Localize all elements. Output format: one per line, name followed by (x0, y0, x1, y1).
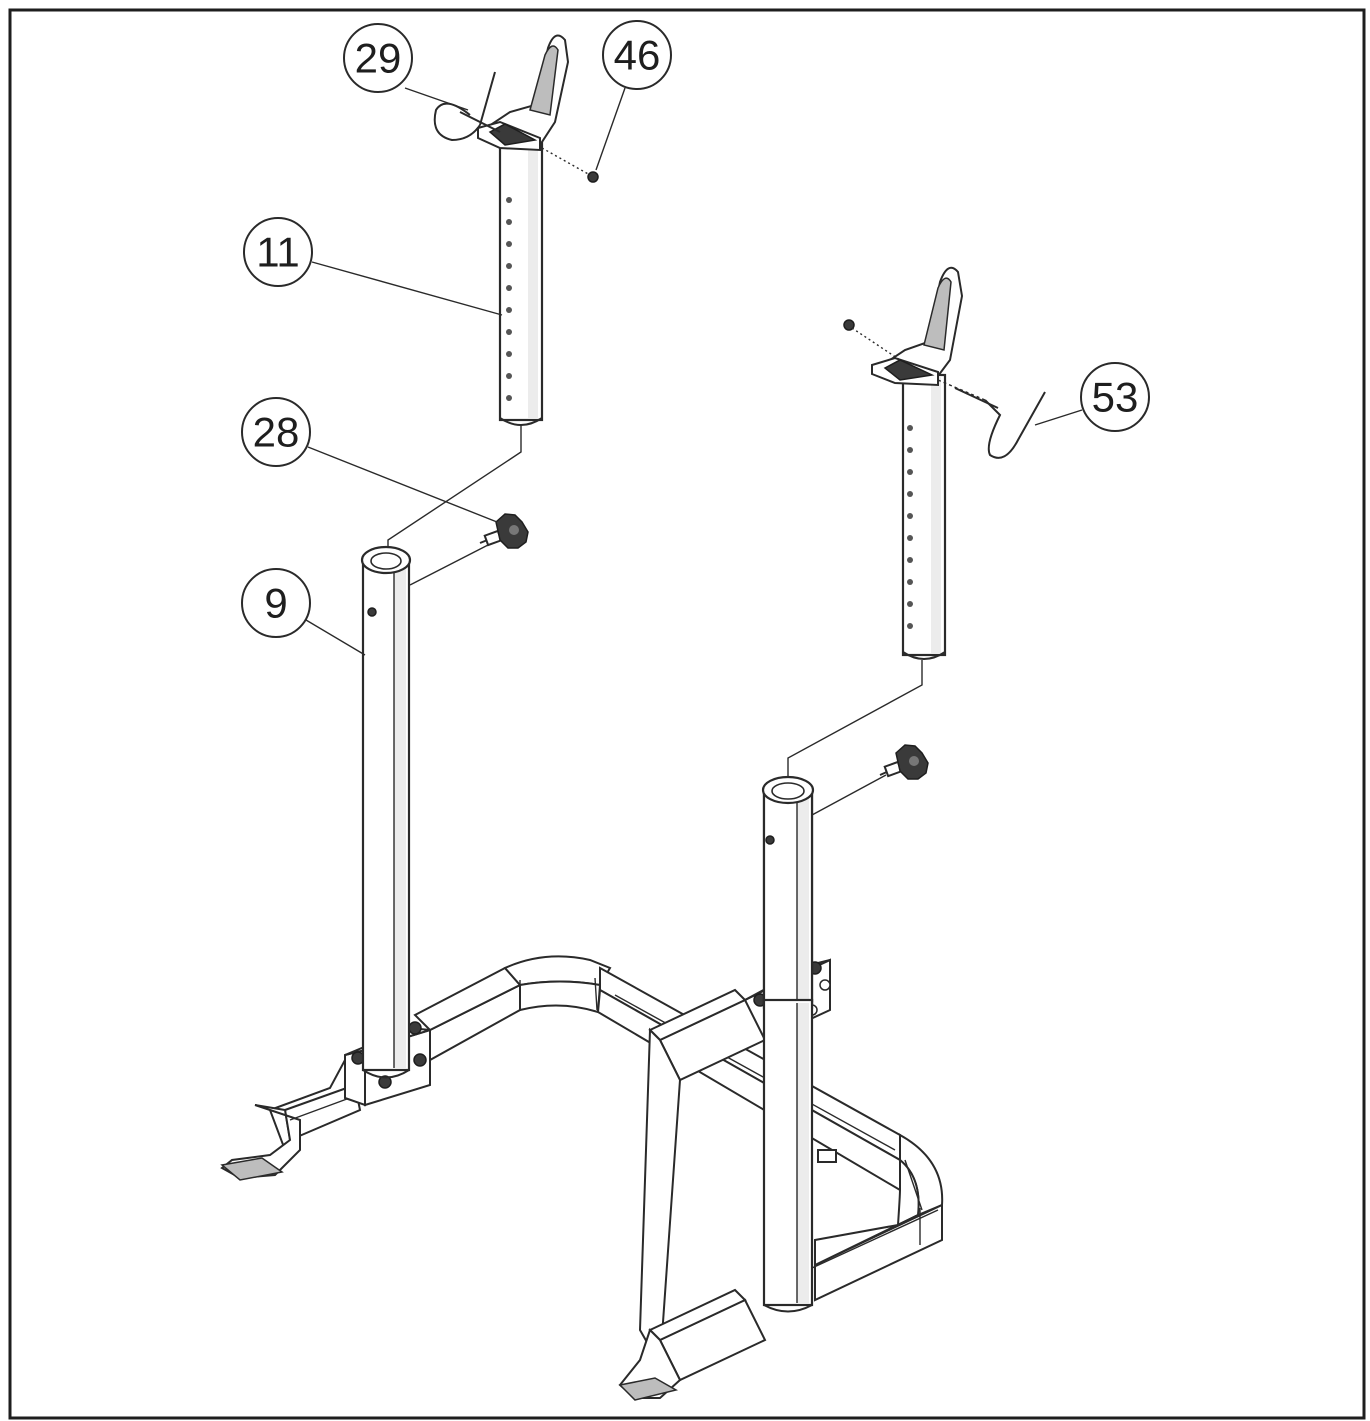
left-upright-tube (360, 545, 412, 1079)
callout-circle-11 (243, 217, 313, 287)
callout-circle-9 (241, 568, 311, 638)
callout-circle-53 (1080, 362, 1150, 432)
right-upright-tube (761, 775, 815, 1010)
right-knob (879, 744, 929, 780)
left-inner-tube (498, 138, 544, 426)
callout-leader-9 (305, 619, 366, 656)
callout-leader-11 (311, 261, 503, 316)
right-ball-guide (851, 327, 901, 361)
callout-label-53: 53 (1092, 374, 1139, 421)
callout-circle-28 (241, 397, 311, 467)
callout-leader-29 (404, 87, 469, 111)
callout-leader-28 (307, 446, 498, 523)
left-ball-bearing (587, 171, 599, 183)
callout-circle-29 (343, 23, 413, 93)
base-rail (413, 955, 944, 1302)
left-adjust-holes (506, 197, 512, 401)
left-j-hook-cradle (477, 34, 570, 152)
callout-leader-53 (1034, 409, 1083, 426)
drawing-frame (8, 8, 1366, 1420)
right-adjust-holes (907, 425, 913, 629)
right-j-hook-cradle (871, 266, 964, 387)
right-inner-tube (901, 373, 947, 660)
callout-label-11: 11 (256, 229, 300, 276)
left-ball-guide (541, 147, 591, 176)
callout-label-29: 29 (355, 35, 402, 82)
callout-label-9: 9 (264, 580, 287, 627)
callout-label-28: 28 (253, 409, 300, 456)
callout-leader-46 (595, 87, 626, 171)
callout-circle-46 (602, 20, 672, 90)
assembly-guides (387, 425, 923, 816)
right-foot (618, 988, 767, 1401)
left-knob (479, 513, 529, 549)
callouts: 29 46 11 28 9 53 (241, 20, 1150, 656)
right-upright-lower (762, 998, 814, 1313)
right-safety-pin (937, 379, 1046, 459)
base-frame (220, 955, 944, 1401)
right-ball-bearing (843, 319, 855, 331)
callout-label-46: 46 (614, 32, 661, 79)
